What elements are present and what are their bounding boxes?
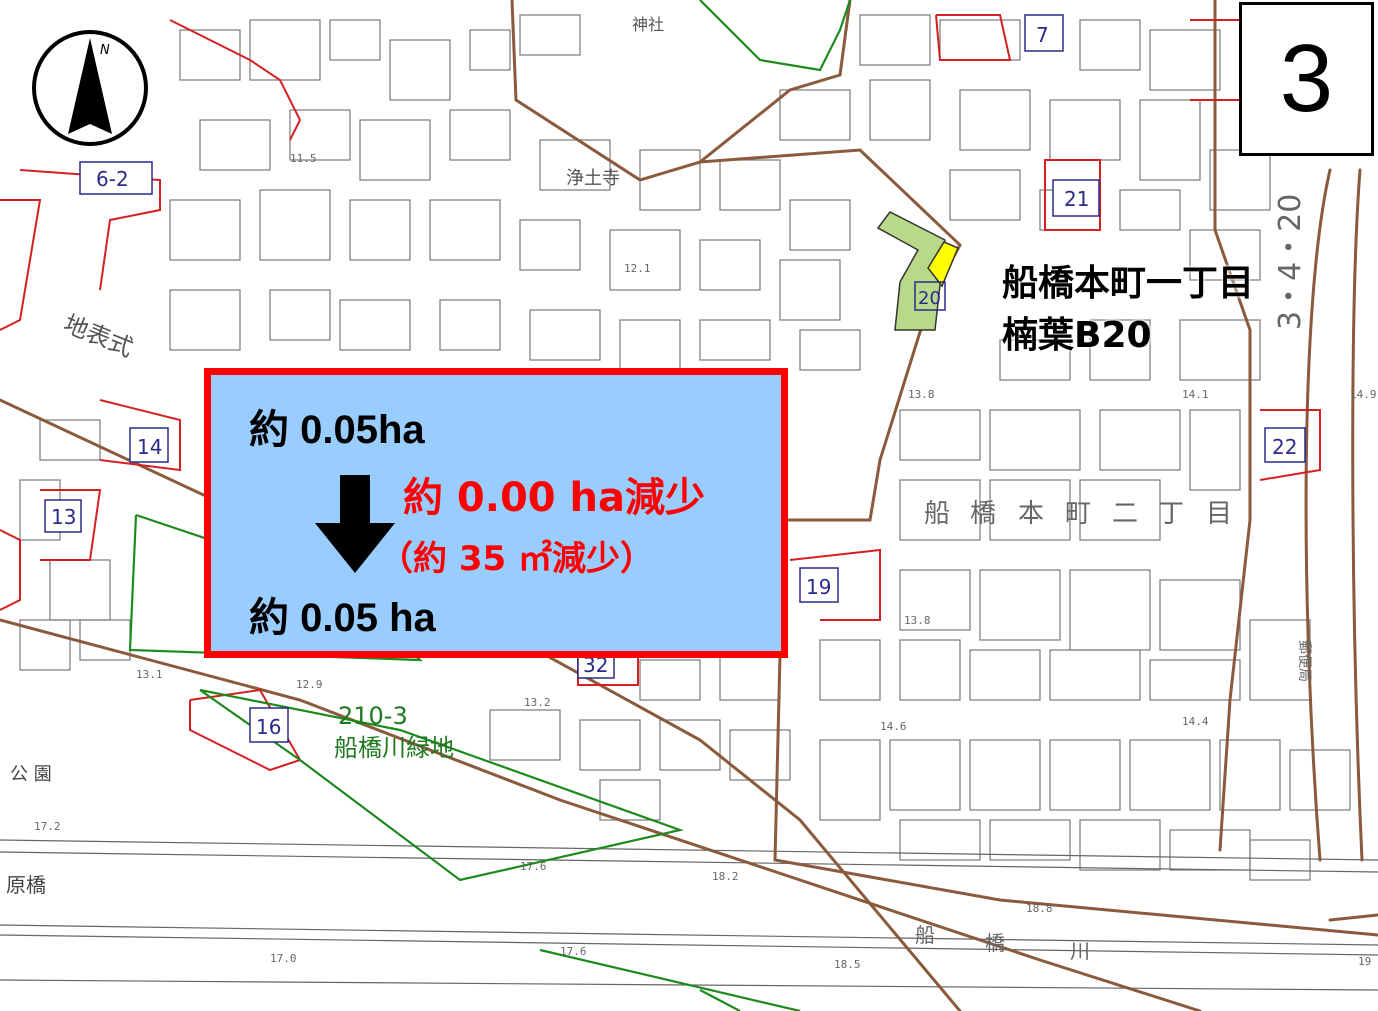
shrine-label: 神社 [632, 15, 664, 34]
svg-text:橋: 橋 [985, 931, 1005, 955]
parcel-label-7: 7 [1036, 23, 1049, 47]
svg-text:町: 町 [1065, 499, 1091, 529]
area-before-prefix: 約 [249, 407, 289, 453]
svg-text:17.2: 17.2 [34, 820, 61, 833]
svg-text:17.6: 17.6 [560, 945, 587, 958]
svg-text:二: 二 [1112, 499, 1138, 529]
elevation-labels: 11.5 12.1 13.8 14.1 14.9 13.8 13.1 12.9 … [34, 152, 1377, 971]
post-office-label: 郵便局 [1296, 640, 1312, 682]
park-text-label: 公 園 [10, 764, 52, 785]
svg-text:船: 船 [924, 499, 950, 529]
svg-text:14.4: 14.4 [1182, 715, 1209, 728]
svg-text:14.9: 14.9 [1350, 388, 1377, 401]
boxed-number-text: 7 6-2 21 14 22 13 19 32 16 20 [51, 23, 1297, 739]
parcel-label-6-2: 6-2 [96, 167, 129, 191]
road-type-label: 地表式 [60, 310, 137, 363]
area-before: 約 0.05ha [249, 397, 425, 455]
page-number: 3 [1239, 2, 1374, 156]
parcel-label-22: 22 [1272, 435, 1297, 459]
svg-text:11.5: 11.5 [290, 152, 317, 165]
parcel-label-19: 19 [806, 575, 831, 599]
green-area-code: 210-3 [338, 702, 408, 730]
temple-label: 浄土寺 [566, 168, 620, 189]
svg-text:川: 川 [1070, 939, 1090, 963]
area-after: 約 0.05 ha [249, 585, 436, 643]
park-label: 船橋本町一丁目 楠葉B20 [1002, 258, 1254, 362]
river-label: 船 橋 川 [915, 923, 1090, 963]
parcel-label-14: 14 [137, 435, 162, 459]
route-label: 3・4・20 [1273, 194, 1308, 330]
svg-text:17.6: 17.6 [520, 860, 547, 873]
area-after-value: 0.05 ha [300, 596, 436, 640]
svg-text:17.0: 17.0 [270, 952, 297, 965]
building-outlines [19, 14, 1351, 881]
svg-text:14.6: 14.6 [880, 720, 907, 733]
down-arrow-icon [315, 475, 395, 573]
svg-text:13.8: 13.8 [908, 388, 935, 401]
svg-text:18.2: 18.2 [712, 870, 739, 883]
svg-text:船: 船 [915, 923, 935, 947]
parcel-label-16: 16 [256, 715, 281, 739]
svg-text:12.1: 12.1 [624, 262, 651, 275]
svg-text:13.8: 13.8 [904, 614, 931, 627]
svg-text:14.1: 14.1 [1182, 388, 1209, 401]
svg-text:丁: 丁 [1158, 499, 1184, 529]
parcel-label-21: 21 [1064, 187, 1089, 211]
area-change-m2: （約 35 ㎡減少） [379, 539, 654, 579]
svg-text:本: 本 [1018, 499, 1044, 529]
svg-text:19: 19 [1358, 955, 1371, 968]
red-boundaries [0, 14, 1321, 772]
area-after-prefix: 約 [249, 595, 289, 641]
north-arrow-icon: N [32, 30, 148, 146]
parcel-label-20: 20 [918, 288, 941, 309]
svg-text:橋: 橋 [970, 499, 996, 529]
svg-text:目: 目 [1206, 499, 1232, 529]
svg-text:13.2: 13.2 [524, 696, 551, 709]
svg-text:18.5: 18.5 [834, 958, 861, 971]
svg-text:12.9: 12.9 [296, 678, 323, 691]
station-label: 原橋 [6, 873, 46, 897]
park-location: 船橋本町一丁目 [1002, 263, 1255, 304]
park-name-code: 楠葉B20 [1002, 315, 1152, 357]
railway-lines [0, 839, 1378, 991]
compass: N [0, 0, 168, 160]
town-name-label: 船 橋 本 町 二 丁 目 [924, 499, 1232, 529]
park-20-shape [876, 211, 959, 331]
area-before-value: 0.05ha [300, 408, 425, 452]
north-letter: N [100, 43, 110, 58]
area-change-ha: 約 0.00 ha減少 [403, 475, 706, 521]
area-change-box: 約 0.05ha 約 0.00 ha減少 （約 35 ㎡減少） 約 0.05 h… [204, 368, 788, 658]
parcel-label-13: 13 [51, 505, 76, 529]
svg-text:13.1: 13.1 [136, 668, 163, 681]
green-area-name: 船橋川緑地 [334, 734, 454, 762]
svg-text:18.8: 18.8 [1026, 902, 1053, 915]
